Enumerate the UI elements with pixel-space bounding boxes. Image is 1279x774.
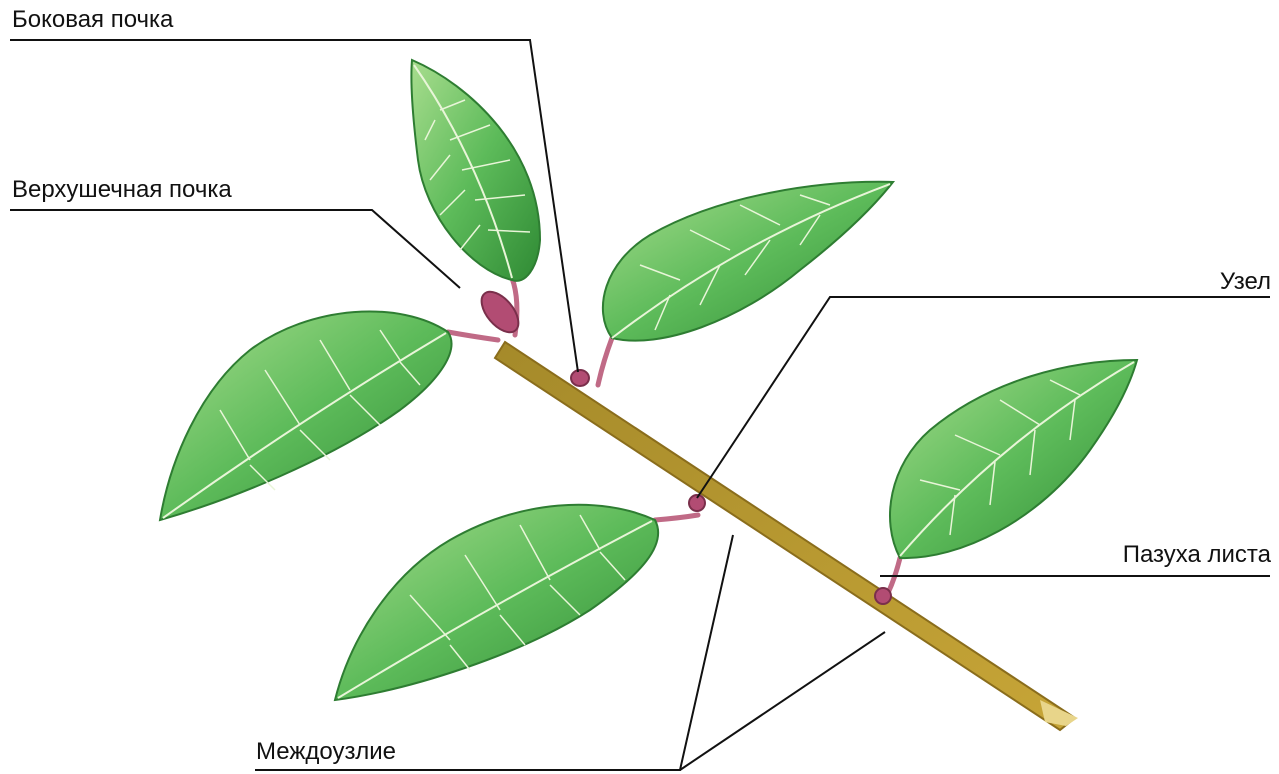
label-node: Узел bbox=[1220, 268, 1271, 296]
leader-apical-bud bbox=[10, 210, 460, 288]
axil-bud bbox=[875, 588, 891, 604]
leader-internode-2 bbox=[680, 632, 885, 770]
lateral-bud bbox=[571, 370, 589, 386]
leaf-upper-right bbox=[603, 182, 893, 341]
leaf-right bbox=[890, 360, 1137, 558]
leaf-left bbox=[160, 311, 451, 520]
label-leaf-axil: Пазуха листа bbox=[1123, 541, 1271, 569]
label-lateral-bud: Боковая почка bbox=[12, 6, 173, 34]
label-internode: Междоузлие bbox=[256, 738, 396, 766]
label-apical-bud: Верхушечная почка bbox=[12, 176, 232, 204]
leaf-top bbox=[411, 60, 540, 281]
leaf-bottom bbox=[335, 505, 658, 700]
